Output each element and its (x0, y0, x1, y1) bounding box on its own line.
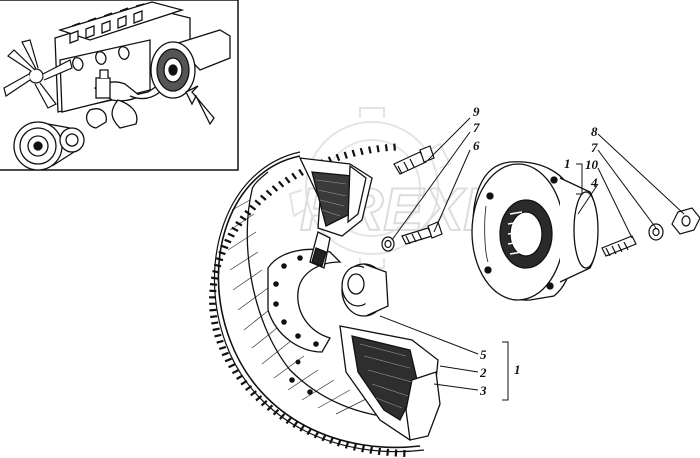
gear-tooth (285, 417, 292, 425)
flywheel-ring-gear (208, 143, 441, 457)
gear-tooth (209, 283, 218, 286)
gear-tooth (265, 189, 273, 197)
gear-tooth (343, 151, 348, 159)
gear-tooth (393, 143, 396, 151)
label-part-7-left: 7 (473, 120, 480, 135)
gear-tooth (344, 441, 350, 449)
gear-tooth (376, 145, 380, 153)
gear-tooth (218, 345, 227, 351)
gear-tooth (259, 194, 267, 201)
gear-tooth (221, 351, 229, 357)
gear-tooth (224, 238, 232, 244)
gear-outer-edge (213, 151, 425, 453)
gear-tooth (214, 333, 222, 338)
stud-washer-nut-right (601, 207, 700, 257)
label-part-8: 8 (591, 124, 598, 139)
gear-tooth (277, 180, 285, 188)
gear-tooth (221, 244, 229, 250)
gear-tooth (368, 146, 372, 154)
gear-tooth (298, 168, 304, 177)
gear-tooth (351, 149, 356, 157)
gear-tooth (239, 215, 247, 222)
spacer-ring (341, 263, 389, 317)
gear-tooth (335, 153, 341, 162)
gear-tooth (313, 431, 320, 439)
gear-tooth (359, 147, 364, 156)
label-part-3: 3 (479, 383, 487, 398)
gear-tooth (352, 443, 358, 451)
label-part-7-right: 7 (591, 140, 598, 155)
label-part-5: 5 (480, 347, 487, 362)
gear-tooth (212, 327, 220, 332)
fan-icon (3, 39, 73, 109)
label-part-10: 10 (585, 157, 599, 172)
gear-tooth (227, 232, 235, 238)
gear-tooth (250, 390, 257, 397)
label-group-1-top: 1 (564, 156, 571, 171)
gear-tooth (209, 308, 217, 312)
hub-flange (471, 161, 599, 301)
gear-tooth (271, 185, 279, 192)
gear-tooth (386, 448, 390, 456)
gear-tooth (254, 199, 262, 206)
gear-tooth (291, 172, 298, 180)
gear-tooth (249, 204, 257, 211)
leader-lines (379, 117, 685, 401)
label-part-4: 4 (590, 175, 598, 190)
gear-tooth (231, 369, 240, 375)
label-group-1-bottom: 1 (514, 362, 521, 377)
gear-tooth (394, 449, 398, 457)
gear-tooth (292, 421, 299, 428)
label-part-9: 9 (473, 104, 480, 119)
gear-tooth (384, 144, 388, 152)
label-part-6: 6 (473, 138, 480, 153)
gear-tooth (306, 428, 313, 436)
pointer-arrow-icon (185, 85, 215, 126)
gear-tooth (299, 424, 306, 432)
gear-tooth (210, 315, 218, 319)
gear-tooth (211, 321, 219, 325)
gear-tooth (284, 176, 291, 184)
bolt-and-washer-set-left (381, 145, 443, 252)
gear-tooth (224, 357, 233, 363)
gear-tooth (228, 363, 236, 369)
engine-inset (0, 0, 239, 171)
gear-tooth (216, 339, 224, 344)
part-labels: 9 7 6 8 7 1 10 4 5 2 3 1 (473, 104, 599, 398)
gear-tooth (255, 395, 263, 402)
label-part-2: 2 (479, 365, 487, 380)
